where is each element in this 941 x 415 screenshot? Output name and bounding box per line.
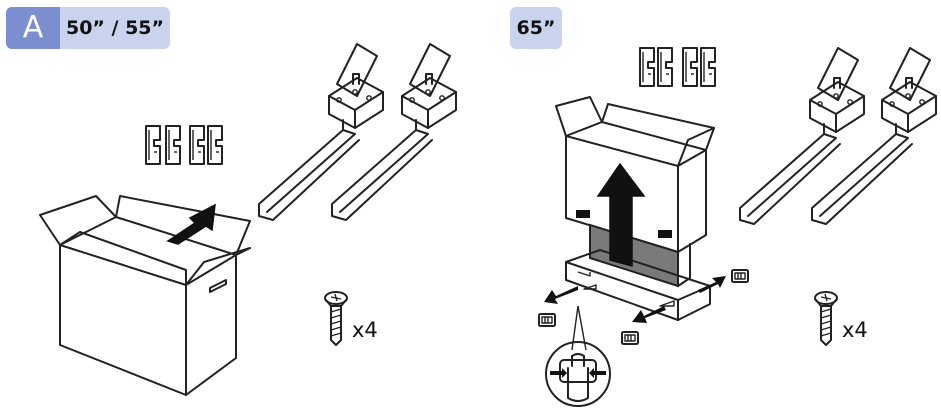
size-label-box: 50” / 55”	[60, 7, 170, 49]
step-badge-a: A 50” / 55”	[6, 7, 170, 49]
step-letter-box: A	[6, 7, 60, 49]
screw-quantity-b: x4	[842, 318, 868, 342]
tv-size-label-b: 65”	[516, 17, 556, 39]
stand-leg-icon	[739, 47, 865, 225]
handle-detail-icon	[545, 305, 611, 407]
screw-quantity-a: x4	[352, 318, 378, 342]
tv-size-label-a: 50” / 55”	[65, 17, 165, 39]
up-arrow-icon	[596, 162, 646, 267]
step-letter: A	[22, 10, 44, 45]
hinge-clip-icon	[145, 125, 223, 165]
box-icon	[39, 195, 251, 396]
screw-icon	[814, 291, 838, 346]
box-icon	[555, 96, 715, 321]
stand-leg-icon	[258, 43, 384, 221]
hinge-clip-icon	[639, 47, 716, 87]
up-arrow-icon	[166, 203, 216, 245]
screw-icon	[324, 291, 348, 346]
size-label-box-b: 65”	[510, 7, 562, 49]
outward-arrow-icon	[544, 276, 726, 323]
